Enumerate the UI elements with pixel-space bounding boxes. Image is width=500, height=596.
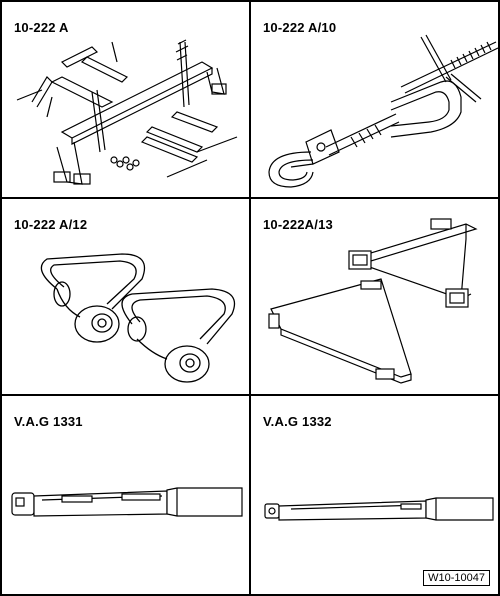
torque-wrench-1332-illustration xyxy=(264,497,494,521)
support-plate-illustration xyxy=(268,218,478,384)
panel-vag-1331: V.A.G 1331 xyxy=(0,394,251,596)
figure-code: W10-10047 xyxy=(423,570,490,586)
panel-label: V.A.G 1332 xyxy=(263,414,332,429)
hook-spindle-illustration xyxy=(268,34,498,188)
panel-10-222a-10: 10-222 A/10 xyxy=(249,0,500,199)
panel-label: 10-222 A/10 xyxy=(263,20,337,35)
panel-10-222a: 10-222 A xyxy=(0,0,251,199)
panel-10-222a-12: 10-222 A/12 xyxy=(0,197,251,396)
engine-support-bridge-illustration xyxy=(16,39,238,185)
torque-wrench-1331-illustration xyxy=(11,487,243,517)
panel-10-222a-13: 10-222A/13 xyxy=(249,197,500,396)
panel-vag-1332: V.A.G 1332 W10-10047 xyxy=(249,394,500,596)
panel-label: 10-222 A/12 xyxy=(14,217,88,232)
shackles-illustration xyxy=(40,253,236,383)
panel-label: V.A.G 1331 xyxy=(14,414,83,429)
panel-label: 10-222A/13 xyxy=(263,217,333,232)
panel-label: 10-222 A xyxy=(14,20,69,35)
